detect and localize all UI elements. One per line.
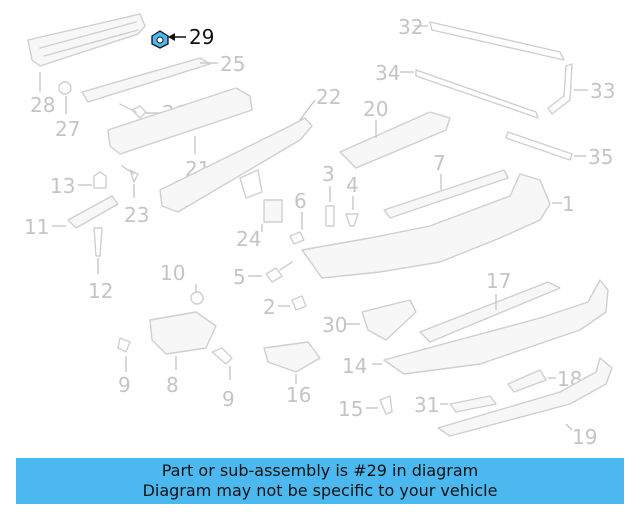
callout-22[interactable]: 22 [316,85,341,109]
part-15-screw [379,395,393,415]
callout-24[interactable]: 24 [236,227,261,251]
part-8-sensor-bracket [149,311,217,355]
callout-34[interactable]: 34 [375,61,400,85]
banner-line-part: Part or sub-assembly is #29 in diagram [161,461,479,480]
part-20-bracket [339,111,451,169]
part-17-garnish [419,281,561,343]
part-31-bracket [449,395,497,413]
arrow-29 [168,33,175,41]
part-22-reinforcement [159,117,313,213]
callout-16[interactable]: 16 [286,383,311,407]
callout-33[interactable]: 33 [590,79,615,103]
callout-29[interactable]: 29 [189,25,214,49]
part-27-clip [58,81,72,95]
callout-14[interactable]: 14 [342,354,367,378]
part-29-clip[interactable] [151,30,169,49]
part-24-bracket [263,199,283,223]
part-3-bolt [325,205,335,227]
part-9b-screw [211,347,233,365]
callout-17[interactable]: 17 [486,269,511,293]
part-5-bolt [265,261,293,283]
part-1-bumper-cover [301,173,551,279]
callout-28[interactable]: 28 [30,93,55,117]
callout-2[interactable]: 2 [263,295,276,319]
part-10-clip [190,291,204,305]
callout-7[interactable]: 7 [433,151,446,175]
callout-13[interactable]: 13 [50,174,75,198]
callout-4[interactable]: 4 [346,173,359,197]
callout-9a[interactable]: 9 [118,373,131,397]
part-34-molding [415,69,539,119]
callout-27[interactable]: 27 [55,117,80,141]
callout-9b[interactable]: 9 [222,387,235,411]
callout-10[interactable]: 10 [160,261,185,285]
part-11-bracket [67,195,119,229]
part-19-diffuser [437,357,613,437]
callout-25[interactable]: 25 [220,52,245,76]
part-33-molding [547,63,573,115]
callout-5[interactable]: 5 [233,265,246,289]
callout-32[interactable]: 32 [398,15,423,39]
part-9a-screw [117,337,131,353]
callout-35[interactable]: 35 [588,145,613,169]
part-32-molding [429,21,565,61]
part-28-sill-plate [27,13,146,67]
callout-6[interactable]: 6 [294,189,307,213]
callout-20[interactable]: 20 [363,97,388,121]
callout-30[interactable]: 30 [322,313,347,337]
callout-3[interactable]: 3 [322,162,335,186]
banner-line-disclaimer: Diagram may not be specific to your vehi… [142,481,498,500]
callout-23[interactable]: 23 [124,203,149,227]
part-21-absorber [107,87,253,155]
part-12-bolt [93,227,103,257]
callout-11[interactable]: 11 [24,215,49,239]
part-13-nut [93,171,107,189]
callout-8[interactable]: 8 [166,373,179,397]
part-16-bracket [263,341,321,373]
part-4-clip [345,213,359,227]
info-banner: Part or sub-assembly is #29 in diagram D… [16,458,624,504]
callout-1[interactable]: 1 [562,192,575,216]
part-28-ribs [39,21,139,57]
callout-31[interactable]: 31 [414,393,439,417]
part-22-hitch [239,169,263,199]
callout-19[interactable]: 19 [572,425,597,449]
callout-12[interactable]: 12 [88,279,113,303]
part-23-bolt [121,165,139,183]
part-7-trim [383,169,509,219]
part-14-lower-cover [383,279,609,375]
part-30-bracket [361,299,417,341]
part-25-trim-strip [81,57,211,103]
callout-15[interactable]: 15 [338,397,363,421]
part-2-clip [291,295,307,311]
part-35-molding [505,131,573,161]
part-26-bolt [119,103,147,119]
part-6-clip [289,231,305,245]
part-18-reflector [507,369,547,393]
